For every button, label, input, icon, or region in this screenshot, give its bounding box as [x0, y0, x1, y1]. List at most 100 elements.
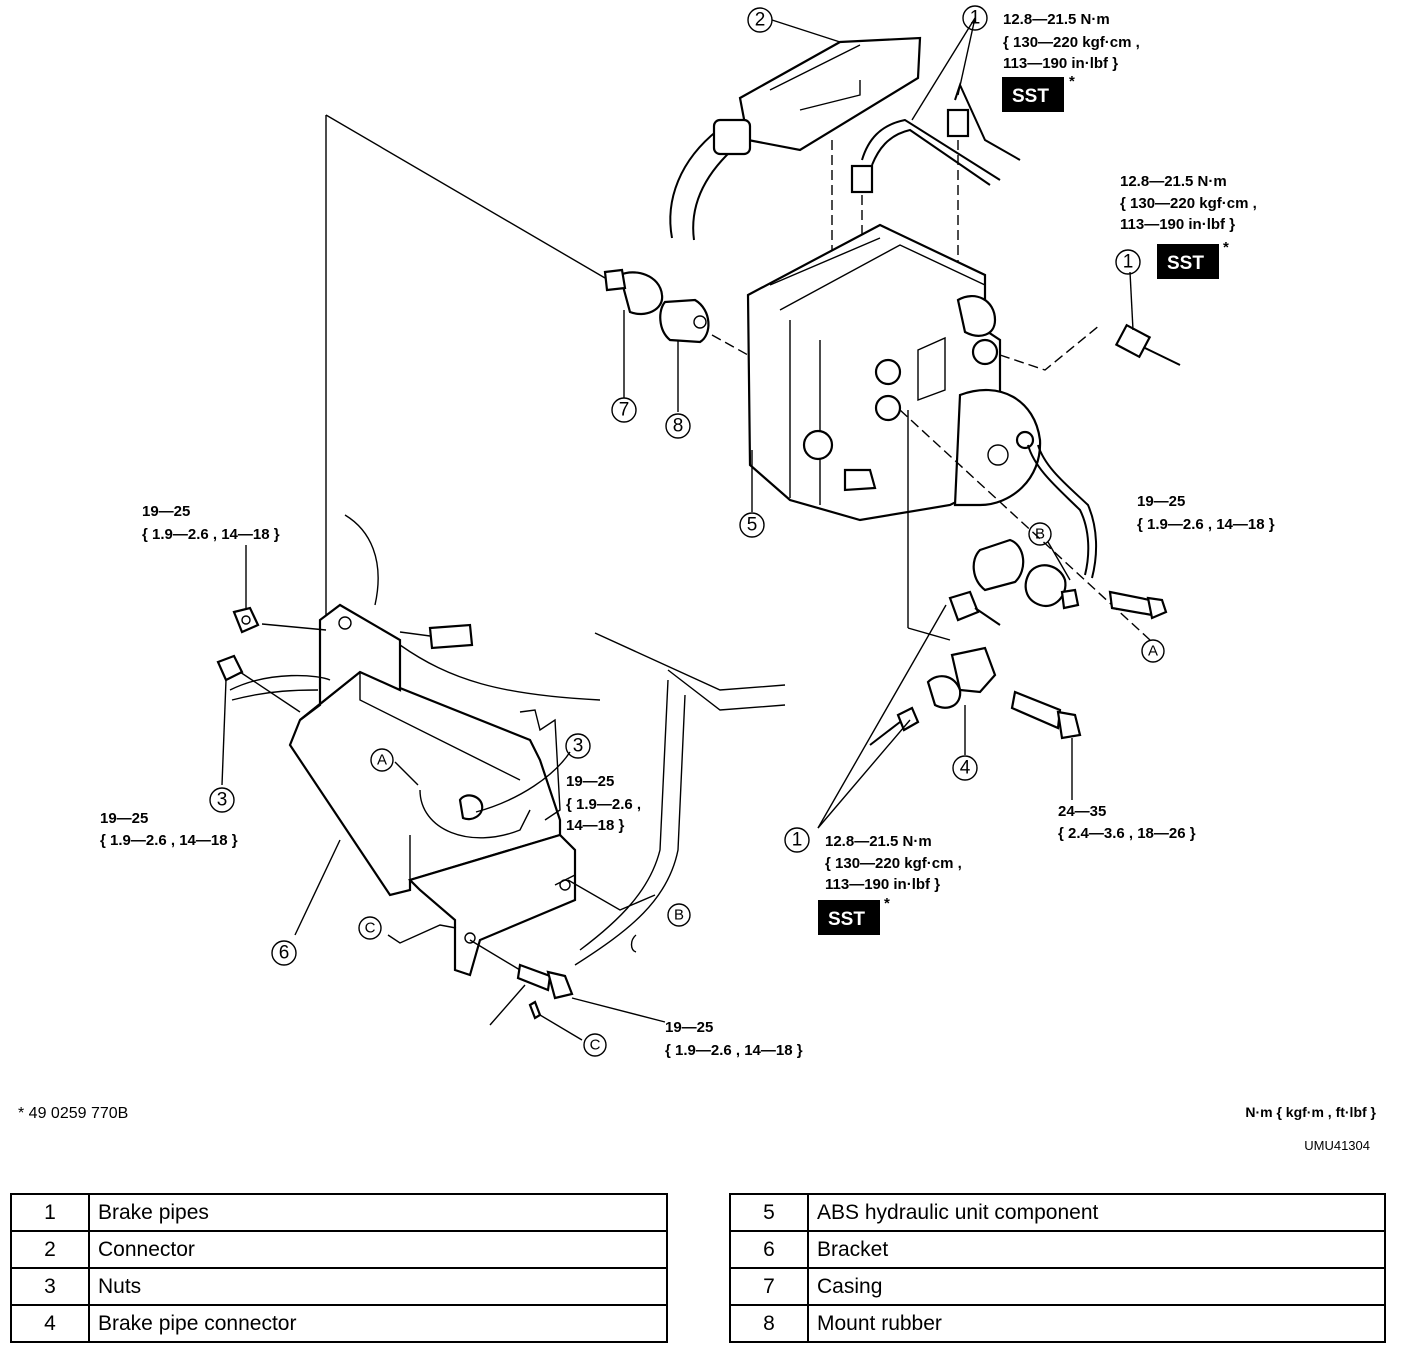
torque-pipe-right: 12.8—21.5 N·m { 130—220 kgf·cm , 113—190…	[1120, 173, 1257, 233]
svg-text:12.8—21.5 N·m: 12.8—21.5 N·m	[1120, 173, 1227, 190]
mount-rubber-right	[972, 538, 1080, 610]
callout-2: 2	[747, 7, 773, 33]
torque-nut-center: 19—25 { 1.9—2.6 , 14—18 }	[566, 773, 641, 834]
connector-part	[669, 36, 922, 241]
svg-text:SST: SST	[1167, 253, 1204, 274]
svg-text:{ 2.4—3.6 , 18—26 }: { 2.4—3.6 , 18—26 }	[1058, 825, 1196, 842]
callout-1-top: 1	[962, 5, 988, 31]
svg-text:113—190 in·lbf }: 113—190 in·lbf }	[1003, 55, 1118, 72]
svg-text:6: 6	[279, 943, 290, 964]
body-contour	[344, 514, 379, 606]
callout-B-upper: B	[1028, 522, 1052, 546]
long-leader	[325, 114, 606, 279]
torque-pipe-bottom: 12.8—21.5 N·m { 130—220 kgf·cm , 113—190…	[825, 833, 962, 893]
svg-text:{ 1.9—2.6 , 14—18 }: { 1.9—2.6 , 14—18 }	[1137, 516, 1275, 533]
casing-part	[603, 268, 664, 316]
callout-7: 7	[611, 397, 637, 423]
sst-badge-right: SST *	[1157, 239, 1229, 279]
svg-text:19—25: 19—25	[1137, 493, 1185, 510]
sensor-harness	[1027, 444, 1090, 576]
mount-rubber-part	[659, 298, 710, 344]
svg-text:113—190 in·lbf }: 113—190 in·lbf }	[1120, 216, 1235, 233]
callout-8: 8	[665, 413, 691, 439]
svg-text:7: 7	[619, 400, 630, 421]
svg-text:{ 1.9—2.6 , 14—18 }: { 1.9—2.6 , 14—18 }	[100, 832, 238, 849]
callout-3-center: 3	[565, 733, 591, 759]
svg-text:{ 1.9—2.6 , 14—18 }: { 1.9—2.6 , 14—18 }	[665, 1042, 803, 1059]
units-label: N·m { kgf·m , ft·lbf }	[1245, 1104, 1376, 1120]
torque-pipe-top: 12.8—21.5 N·m { 130—220 kgf·cm , 113—190…	[1003, 11, 1140, 72]
svg-text:*: *	[884, 895, 890, 912]
svg-text:1: 1	[970, 8, 981, 29]
callout-3-left: 3	[209, 787, 235, 813]
svg-text:SST: SST	[828, 909, 865, 930]
brake-pipes-top	[850, 82, 1021, 194]
bracket-part	[288, 603, 577, 977]
nut-left	[216, 654, 244, 682]
svg-text:C: C	[365, 920, 376, 937]
svg-text:2: 2	[755, 10, 766, 31]
brake-pipe-right	[1114, 323, 1181, 366]
svg-text:{ 1.9—2.6 , 14—18 }: { 1.9—2.6 , 14—18 }	[142, 526, 280, 543]
pin-part	[399, 623, 474, 650]
svg-text:113—190 in·lbf }: 113—190 in·lbf }	[825, 876, 940, 893]
svg-text:A: A	[377, 752, 387, 769]
callout-A-right: A	[1141, 639, 1165, 663]
nut-upper-left	[232, 606, 260, 634]
sst-badge-bottom: SST *	[818, 895, 890, 935]
svg-text:1: 1	[1123, 252, 1134, 273]
svg-text:3: 3	[217, 790, 228, 811]
bolt-bottom	[516, 963, 574, 1020]
footnote: * 49 0259 770B	[18, 1105, 128, 1122]
svg-text:19—25: 19—25	[100, 810, 148, 827]
brake-pipe-connector	[869, 590, 1082, 746]
pipe-right-leader	[999, 324, 1101, 371]
sst-badge-top: SST *	[1002, 73, 1075, 112]
callout-5: 5	[739, 512, 765, 538]
svg-text:*: *	[1223, 239, 1229, 256]
torque-nut-left: 19—25 { 1.9—2.6 , 14—18 }	[100, 810, 238, 849]
svg-text:24—35: 24—35	[1058, 803, 1106, 820]
svg-text:5: 5	[747, 515, 758, 536]
callout-1-right: 1	[1115, 249, 1141, 275]
svg-text:14—18 }: 14—18 }	[566, 817, 625, 834]
bolt-leader-A	[899, 409, 1151, 641]
callout-6: 6	[271, 940, 297, 966]
svg-text:B: B	[674, 907, 684, 924]
callout-4: 4	[952, 755, 978, 781]
callout-C-left: C	[358, 916, 382, 940]
svg-text:{ 130—220 kgf·cm ,: { 130—220 kgf·cm ,	[1120, 195, 1257, 212]
torque-connector-bolt: 24—35 { 2.4—3.6 , 18—26 }	[1058, 803, 1196, 842]
svg-text:19—25: 19—25	[665, 1019, 713, 1036]
callout-C-bottom: C	[583, 1033, 607, 1057]
svg-text:12.8—21.5 N·m: 12.8—21.5 N·m	[825, 833, 932, 850]
svg-text:19—25: 19—25	[142, 503, 190, 520]
callout-B-lower: B	[667, 903, 691, 927]
svg-text:B: B	[1035, 526, 1045, 543]
bolt-right	[1108, 590, 1168, 620]
svg-text:12.8—21.5 N·m: 12.8—21.5 N·m	[1003, 11, 1110, 28]
svg-text:1: 1	[792, 830, 803, 851]
exploded-diagram: 1 1 1 2 3 3 4 5 6 7 8 A A B B C C 12.8—2…	[18, 5, 1377, 1153]
abs-hydraulic-unit	[746, 223, 1042, 522]
torque-nut-upper-left: 19—25 { 1.9—2.6 , 14—18 }	[142, 503, 280, 543]
svg-text:{ 130—220 kgf·cm ,: { 130—220 kgf·cm ,	[825, 855, 962, 872]
callout-1-bottom: 1	[784, 827, 810, 853]
figure-code: UMU41304	[1304, 1138, 1370, 1153]
svg-text:{ 130—220 kgf·cm ,: { 130—220 kgf·cm ,	[1003, 34, 1140, 51]
callout-A-center: A	[370, 748, 394, 772]
svg-text:8: 8	[673, 416, 684, 437]
svg-text:*: *	[1069, 73, 1075, 90]
svg-text:3: 3	[573, 736, 584, 757]
svg-text:SST: SST	[1012, 86, 1049, 107]
svg-text:A: A	[1148, 643, 1158, 660]
